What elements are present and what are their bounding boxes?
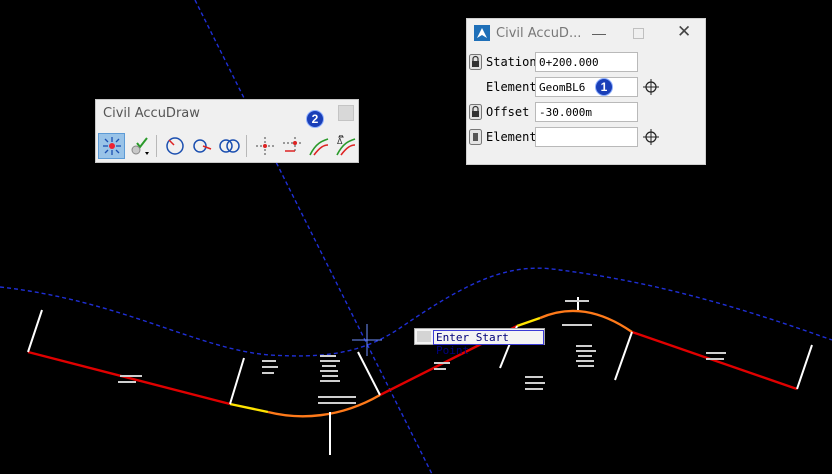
circle-intersection-button[interactable] [215,133,242,159]
minimize-button[interactable]: — [592,25,606,41]
offset-input[interactable]: -30.000m [535,102,638,122]
civil-accudraw-dialog: Civil AccuD... — ✕ Station 0+200.000 Ele… [466,18,706,165]
element2-input[interactable] [535,127,638,147]
toolbar-close-button[interactable] [338,105,354,121]
accudraw-smartkey-button[interactable] [98,133,125,159]
point-on-element-icon [165,137,184,155]
callout-badge-2: 2 [306,110,324,128]
curve-2 [539,309,633,333]
pick-point-icon [282,137,301,153]
station-offset-icon [255,137,274,155]
toolbar-title: Civil AccuDraw [103,106,200,121]
callout-badge-1: 1 [595,78,613,96]
lock-icon[interactable] [469,54,482,70]
offset-row: Offset -30.000m [469,102,703,122]
civil-accudraw-toolbar: Civil AccuDraw [95,99,359,163]
element2-label: Element [486,130,537,144]
toolbar-separator [156,135,157,157]
dialog-title: Civil AccuD... [496,26,582,41]
curve-offset-button[interactable] [305,133,332,159]
dialog-title-bar[interactable]: Civil AccuD... — ✕ [467,19,705,49]
rotate-point-button[interactable] [188,133,215,159]
civil-app-icon [474,25,490,41]
pick-point-button[interactable] [278,133,305,159]
lock-icon[interactable] [469,104,482,120]
element-label: Element [486,80,537,94]
point-on-element-button[interactable] [161,133,188,159]
accept-check-icon [131,137,149,155]
element-input[interactable]: GeomBL6 [535,77,638,97]
element-pick-icon[interactable] [643,79,659,95]
prompt-icon [417,331,431,342]
svg-text:Δ: Δ [337,137,343,146]
delta-curve-button[interactable]: Δ [332,133,359,159]
toolbar-separator [246,135,247,157]
alignment-tangent-3 [631,330,798,391]
station-offset-button[interactable] [251,133,278,159]
element2-row: Element [469,127,703,147]
accept-check-button[interactable] [125,133,152,159]
station-row: Station 0+200.000 [469,52,703,72]
maximize-button[interactable] [633,28,644,39]
accudraw-smartkey-icon [102,137,121,155]
guide-line-diagonal [194,0,433,474]
prompt-text: Enter Start Point [433,330,544,357]
cursor-crosshair [352,324,382,356]
spiral-1 [229,402,269,414]
spiral-2 [516,316,541,328]
close-button[interactable]: ✕ [677,22,692,41]
alignment-tangent-1 [27,350,231,406]
element2-pick-icon[interactable] [643,129,659,145]
cursor-prompt-tooltip: Enter Start Point [414,328,545,357]
curve-offset-icon [308,138,328,156]
element-row: Element GeomBL6 [469,77,703,97]
guide-line-offset [0,267,832,357]
rotate-point-icon [192,139,211,153]
station-annotations [118,300,726,404]
lock-icon[interactable] [469,129,482,145]
circle-intersection-icon [218,139,240,153]
station-label: Station [486,55,537,69]
offset-label: Offset [486,105,530,119]
toolbar-tools: Δ [98,132,359,160]
station-input[interactable]: 0+200.000 [535,52,638,72]
curve-1 [267,393,381,418]
delta-curve-icon: Δ [335,135,355,156]
